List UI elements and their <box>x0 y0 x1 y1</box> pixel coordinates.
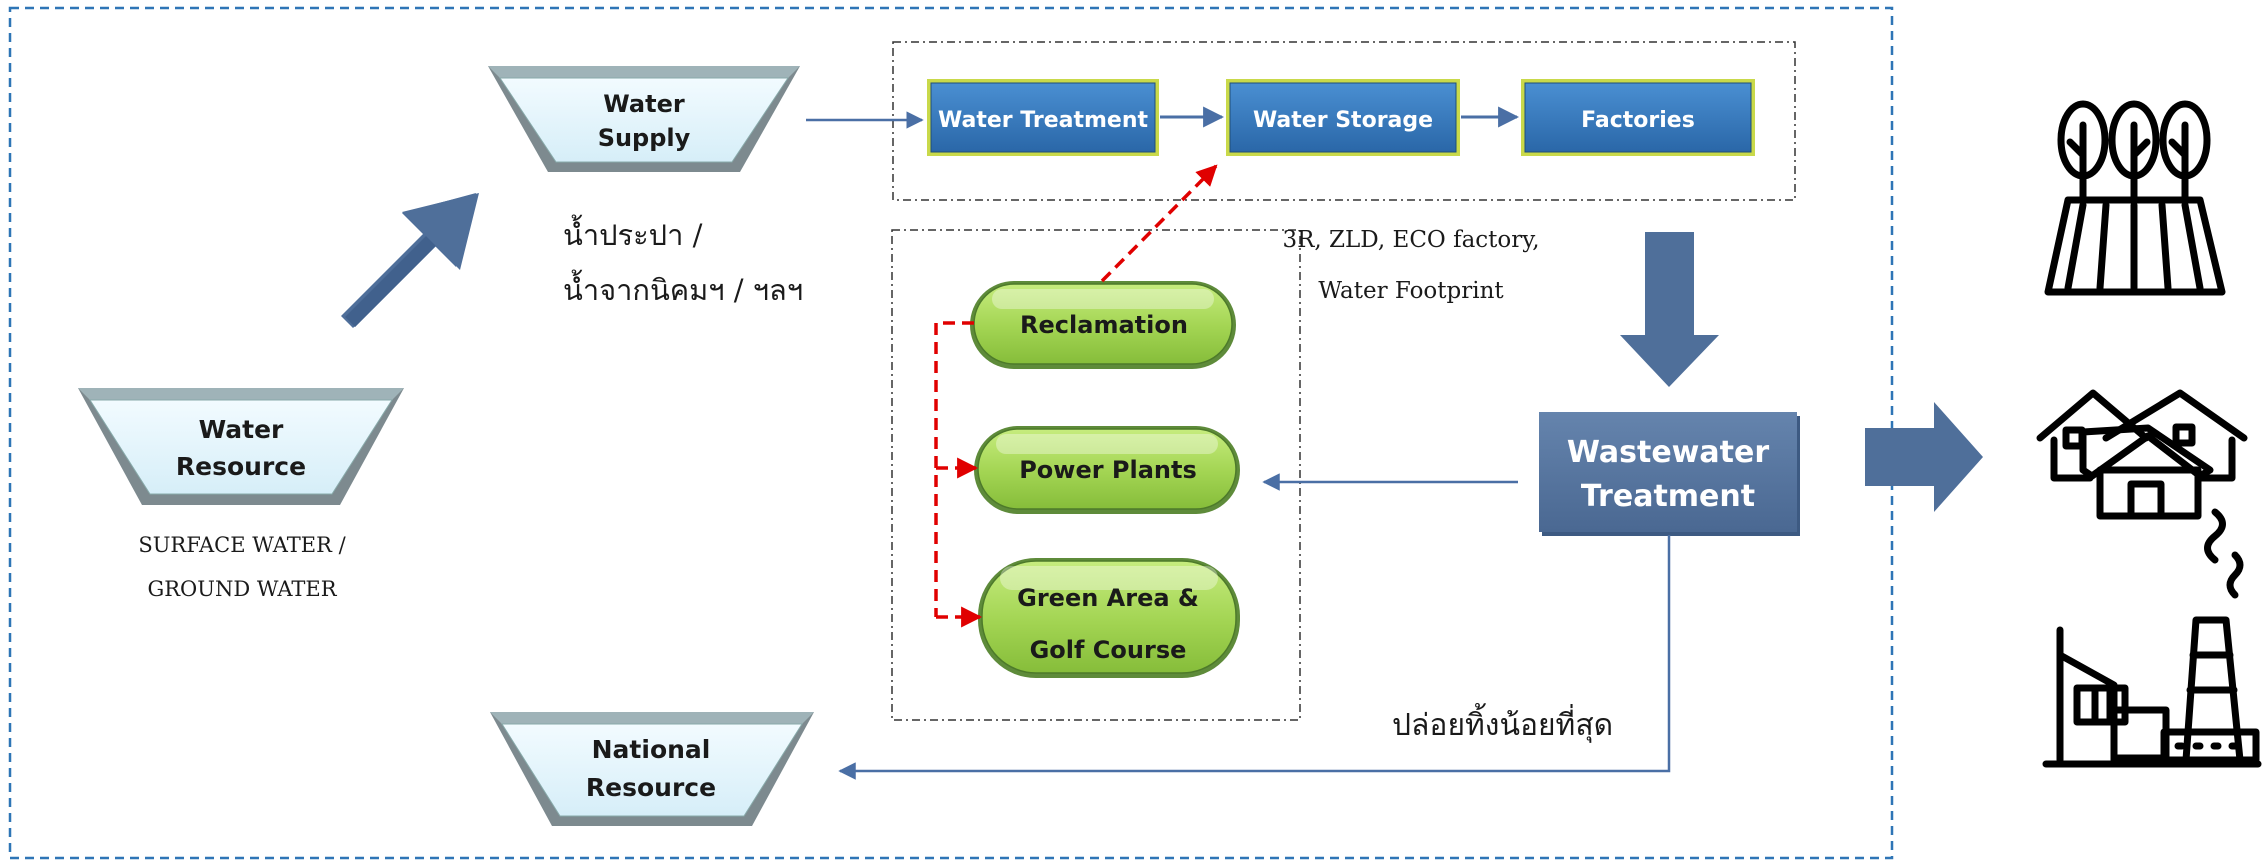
water-treatment-box: Water Treatment <box>927 79 1159 156</box>
arrow-wastewater-to-national-resource <box>838 535 1671 780</box>
power-plants-pill: Power Plants <box>974 426 1240 514</box>
water-treatment-label: Water Treatment <box>938 108 1149 133</box>
big-arrow-down <box>1620 232 1719 387</box>
national-resource-label-2: Resource <box>586 773 716 802</box>
factory-icon <box>2042 508 2262 768</box>
water-resource-label-1: Water <box>199 415 284 444</box>
water-resource-label-2: Resource <box>176 452 306 481</box>
green-area-label-2: Golf Course <box>1030 636 1187 664</box>
factories-label: Factories <box>1581 108 1695 133</box>
recycle-bracket <box>934 321 974 617</box>
water-storage-label: Water Storage <box>1253 108 1433 133</box>
big-arrow-right <box>1865 402 1983 512</box>
supply-source-caption-2: น้ำจากนิคมฯ / ฯลฯ <box>563 269 803 307</box>
water-resource-node: Water Resource <box>78 388 404 505</box>
reclamation-pill: Reclamation <box>970 281 1236 369</box>
water-supply-node: Water Supply <box>488 66 800 172</box>
surface-water-caption-1: SURFACE WATER / <box>138 533 346 557</box>
national-resource-label-1: National <box>592 735 711 764</box>
water-supply-label-1: Water <box>603 90 685 118</box>
wastewater-treatment-box: Wastewater Treatment <box>1539 412 1800 536</box>
reuse-group-frame <box>891 229 1301 721</box>
power-plants-label: Power Plants <box>1019 456 1197 484</box>
houses-icon <box>2036 389 2248 520</box>
minimal-discharge-caption: ปล่อยทิ้งน้อยที่สุด <box>1392 703 1613 744</box>
water-storage-box: Water Storage <box>1226 79 1460 156</box>
water-supply-label-2: Supply <box>598 124 691 152</box>
factories-box: Factories <box>1521 79 1755 156</box>
recycle-arrow-to-water-storage <box>1100 164 1218 283</box>
wastewater-treatment-label-2: Treatment <box>1581 479 1755 514</box>
surface-water-caption-2: GROUND WATER <box>147 577 337 601</box>
green-area-pill: Green Area & Golf Course <box>978 558 1240 678</box>
green-area-label-1: Green Area & <box>1017 584 1199 612</box>
practices-caption-1: 3R, ZLD, ECO factory, <box>1282 227 1539 253</box>
practices-caption-2: Water Footprint <box>1318 278 1504 304</box>
reclamation-label: Reclamation <box>1020 311 1188 339</box>
supply-source-caption-1: น้ำประปา / <box>563 214 703 252</box>
forest-field-icon <box>2044 100 2226 296</box>
national-resource-node: National Resource <box>490 712 814 826</box>
wastewater-treatment-label-1: Wastewater <box>1567 435 1769 470</box>
